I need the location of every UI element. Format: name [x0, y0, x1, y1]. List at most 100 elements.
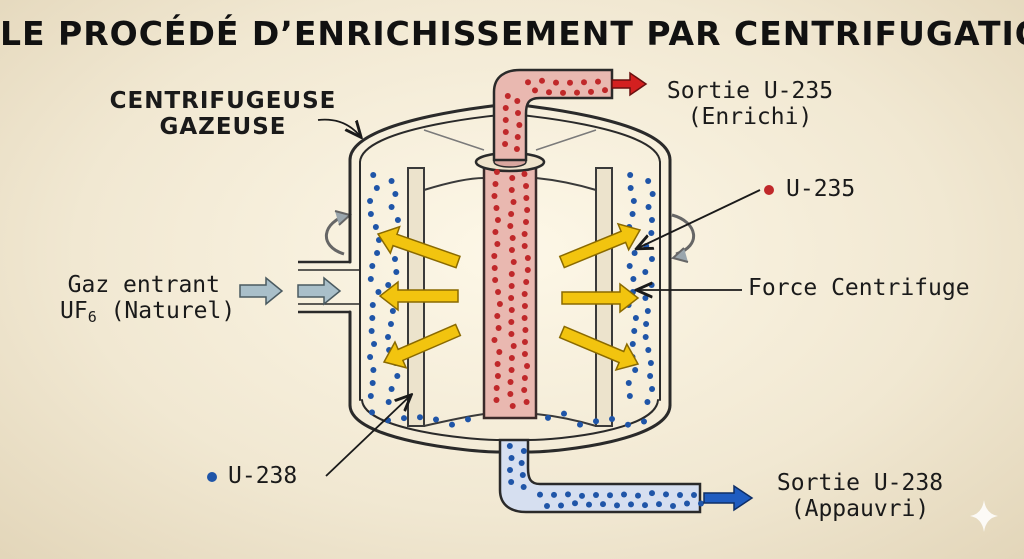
- u238-particle: [645, 178, 652, 184]
- u235-particle: [508, 187, 515, 193]
- force-arrow: [561, 282, 640, 314]
- u235-particle: [509, 235, 516, 241]
- gas-in-label-line1: Gaz entrant: [67, 272, 220, 298]
- u238-particle: [621, 491, 627, 498]
- u235-particle: [525, 79, 531, 86]
- u235-particle: [524, 267, 531, 273]
- u235-particle: [508, 271, 515, 277]
- outlet-u235-line1: Sortie U-235: [666, 78, 834, 104]
- u235-particle: [510, 343, 517, 349]
- inlet-arrows: [239, 276, 342, 306]
- u238-particle: [369, 380, 376, 386]
- u238-particle: [401, 415, 407, 422]
- u235-particle: [532, 87, 538, 94]
- u238-particle: [367, 393, 374, 399]
- top-outlet-pipe: [492, 68, 614, 162]
- u235-particle: [509, 175, 516, 181]
- u238-particle: [369, 263, 376, 269]
- u238-particle: [628, 501, 634, 508]
- u238-particle: [649, 386, 656, 392]
- u238-particle: [625, 421, 631, 428]
- u238-particle: [648, 256, 655, 262]
- u235-particle: [574, 89, 580, 96]
- inlet-pipe: [298, 260, 360, 314]
- sparkle-icon: [970, 500, 998, 532]
- u235-legend-label: U-235: [786, 176, 856, 202]
- u238-particle: [649, 490, 655, 497]
- u235-particle: [494, 313, 501, 319]
- u238-particle: [644, 399, 651, 405]
- rotation-arrow-right-icon: [670, 213, 696, 263]
- u238-particle: [642, 269, 649, 275]
- centrifuge-label: CENTRIFUGEUSE GAZEUSE: [108, 88, 338, 140]
- u238-particle: [518, 460, 525, 466]
- u238-particle: [579, 492, 585, 499]
- u235-particle: [521, 231, 528, 237]
- u235-particle: [588, 88, 594, 95]
- u235-particle: [514, 98, 521, 104]
- u238-particle: [369, 409, 375, 416]
- u238-particle: [627, 185, 634, 191]
- u238-particle: [586, 501, 592, 508]
- u238-particle: [391, 256, 398, 262]
- u238-particle: [645, 204, 652, 210]
- u238-particle: [635, 492, 641, 499]
- u235-particle: [523, 195, 530, 201]
- u238-particle: [632, 367, 639, 373]
- outlet-arrow-u235: [611, 71, 648, 97]
- u238-particle: [367, 211, 374, 217]
- u238-particle: [520, 448, 527, 454]
- u238-particle: [558, 502, 564, 509]
- leader-lines: [317, 118, 761, 477]
- u238-particle: [369, 315, 376, 321]
- u238-particle: [609, 415, 615, 422]
- u235-particle: [508, 331, 515, 337]
- u238-particle: [627, 172, 634, 178]
- u235-particle: [494, 361, 501, 367]
- u238-particle: [385, 334, 392, 340]
- u238-particle: [614, 502, 620, 509]
- u235-particle: [495, 325, 502, 331]
- u238-particle: [644, 308, 651, 314]
- u238-particle: [641, 418, 647, 425]
- u235-particle: [521, 171, 528, 177]
- u238-particle: [388, 178, 395, 184]
- u235-particle: [521, 351, 528, 357]
- u238-particle: [385, 282, 392, 288]
- u238-particle: [506, 467, 513, 473]
- u238-particle: [367, 276, 374, 282]
- u238-particle: [370, 172, 377, 178]
- u238-particle: [642, 295, 649, 301]
- force-label: Force Centrifuge: [748, 275, 970, 301]
- u238-particle: [465, 416, 471, 423]
- u235-particle: [521, 375, 528, 381]
- u238-particle: [394, 373, 401, 379]
- u235-particle: [494, 217, 501, 223]
- u235-particle: [546, 89, 552, 96]
- u235-particle: [539, 77, 545, 84]
- u238-particle: [544, 502, 550, 509]
- u235-particle: [502, 105, 509, 111]
- u238-particle: [625, 380, 632, 386]
- u235-particle: [491, 253, 498, 259]
- u235-particle: [521, 303, 528, 309]
- u238-particle: [684, 500, 690, 507]
- u238-particle: [663, 491, 669, 498]
- force-arrow: [382, 323, 462, 369]
- u238-particle: [647, 360, 654, 366]
- centrifugal-force-arrows: [376, 222, 642, 372]
- u238-particle: [691, 492, 697, 499]
- outlet-arrow-u238: [703, 484, 754, 512]
- u238-particle: [375, 289, 382, 295]
- u235-particle: [521, 243, 528, 249]
- u238-particle: [520, 484, 527, 490]
- u238-particle: [373, 185, 380, 191]
- u238-particle: [367, 354, 374, 360]
- u235-particle: [524, 363, 531, 369]
- u238-particle: [374, 250, 381, 256]
- page-title: LE PROCÉDÉ D’ENRICHISSEMENT PAR CENTRIFU…: [0, 14, 1024, 53]
- outlet-u235-label: Sortie U-235 (Enrichi): [650, 78, 850, 130]
- u238-particle: [508, 479, 515, 485]
- u238-particle: [647, 373, 654, 379]
